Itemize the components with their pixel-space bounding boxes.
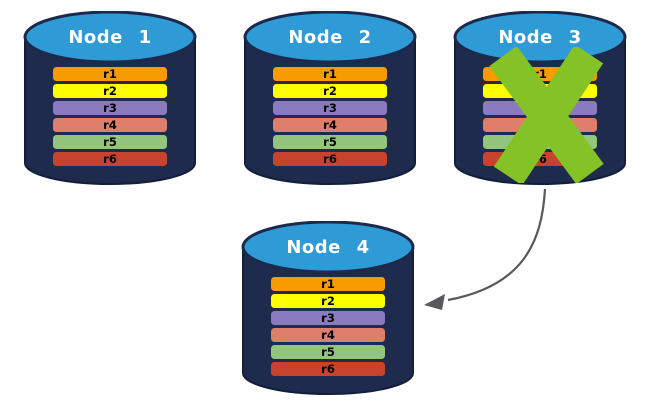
replica-bar: r6 — [271, 362, 385, 376]
replica-bar: r5 — [271, 345, 385, 359]
node-2: Node 2 r1 r2 r3 r4 r5 r6 — [242, 11, 418, 186]
replica-bar: r5 — [53, 135, 167, 149]
replica-bar: r2 — [53, 84, 167, 98]
replica-bar: r4 — [53, 118, 167, 132]
replica-bar: r4 — [271, 328, 385, 342]
failed-x-icon — [489, 47, 604, 183]
node-4: Node 4 r1 r2 r3 r4 r5 r6 — [240, 221, 416, 396]
replica-bar: r6 — [53, 152, 167, 166]
node-1: Node 1 r1 r2 r3 r4 r5 r6 — [22, 11, 198, 186]
replica-bar: r6 — [273, 152, 387, 166]
replica-bar: r3 — [53, 101, 167, 115]
replica-list: r1 r2 r3 r4 r5 r6 — [273, 67, 387, 169]
node-title: Node 1 — [68, 27, 152, 48]
replica-bar: r4 — [273, 118, 387, 132]
replica-bar: r3 — [271, 311, 385, 325]
node-3: Node 3 r1 r2 r3 r4 r5 r6 — [452, 11, 628, 186]
replica-bar: r5 — [273, 135, 387, 149]
replica-bar: r3 — [273, 101, 387, 115]
replica-list: r1 r2 r3 r4 r5 r6 — [53, 67, 167, 169]
replica-bar: r2 — [271, 294, 385, 308]
replica-bar: r1 — [271, 277, 385, 291]
transfer-arrow — [424, 188, 547, 310]
replica-list: r1 r2 r3 r4 r5 r6 — [271, 277, 385, 379]
replica-bar: r2 — [273, 84, 387, 98]
node-title: Node 2 — [288, 27, 372, 48]
node-title: Node 3 — [498, 27, 582, 48]
replica-bar: r1 — [273, 67, 387, 81]
replica-bar: r1 — [53, 67, 167, 81]
node-title: Node 4 — [286, 237, 370, 258]
